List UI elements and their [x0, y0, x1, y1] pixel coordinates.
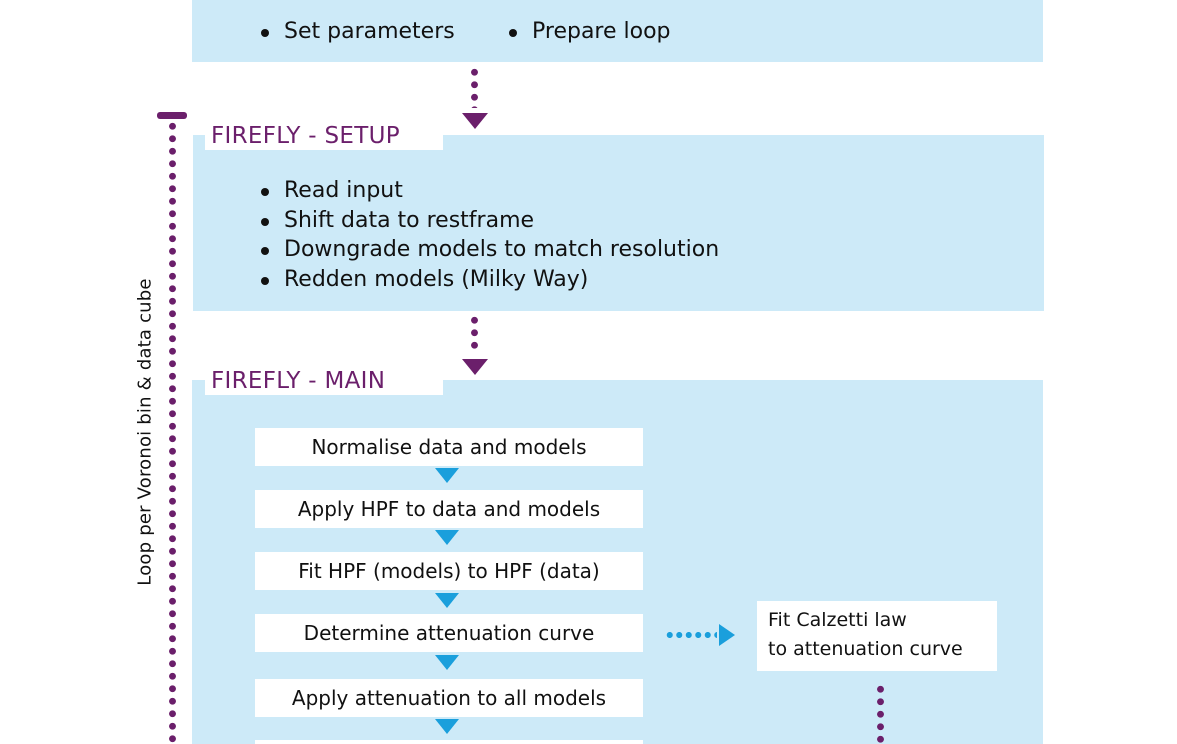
calzetti-down-dots: [877, 683, 884, 744]
connector-dots-top-to-setup: [471, 66, 478, 108]
arrow-right-to-calzetti: [719, 624, 735, 646]
calzetti-line-2: to attenuation curve: [768, 638, 963, 660]
arrow-down-2: [435, 530, 459, 545]
bullet-set-parameters: Set parameters: [258, 17, 455, 47]
arrow-down-5: [435, 719, 459, 734]
arrow-down-to-main: [462, 359, 488, 375]
step-next-partial: [255, 740, 643, 744]
arrow-down-to-setup: [462, 113, 488, 129]
top-bullet-list: Set parameters Prepare loop: [258, 17, 858, 47]
loop-dotted-line: [169, 120, 176, 744]
loop-label: Loop per Voronoi bin & data cube: [134, 278, 156, 586]
bullet-redden-models: Redden models (Milky Way): [258, 265, 719, 295]
bullet-prepare-loop: Prepare loop: [506, 17, 671, 47]
setup-title: FIREFLY - SETUP: [205, 120, 443, 150]
step-apply-attenuation: Apply attenuation to all models: [255, 679, 643, 717]
arrow-down-4: [435, 655, 459, 670]
main-title: FIREFLY - MAIN: [205, 365, 443, 395]
loop-bar-top: [157, 112, 187, 119]
arrow-down-3: [435, 593, 459, 608]
step-fit-hpf: Fit HPF (models) to HPF (data): [255, 552, 643, 590]
bullet-downgrade-models: Downgrade models to match resolution: [258, 235, 719, 265]
arrow-down-1: [435, 468, 459, 483]
connector-dots-setup-to-main: [471, 314, 478, 354]
calzetti-line-1: Fit Calzetti law: [768, 609, 907, 631]
step-apply-hpf: Apply HPF to data and models: [255, 490, 643, 528]
step-normalise: Normalise data and models: [255, 428, 643, 466]
step-determine-attenuation: Determine attenuation curve: [255, 614, 643, 652]
calzetti-box: Fit Calzetti law to attenuation curve: [757, 601, 997, 671]
setup-bullet-list: Read input Shift data to restframe Downg…: [258, 176, 719, 294]
top-panel: Set parameters Prepare loop: [192, 0, 1043, 62]
connector-dots-to-calzetti: [665, 632, 717, 638]
bullet-read-input: Read input: [258, 176, 719, 206]
setup-panel: [193, 135, 1044, 311]
bullet-shift-data: Shift data to restframe: [258, 206, 719, 236]
